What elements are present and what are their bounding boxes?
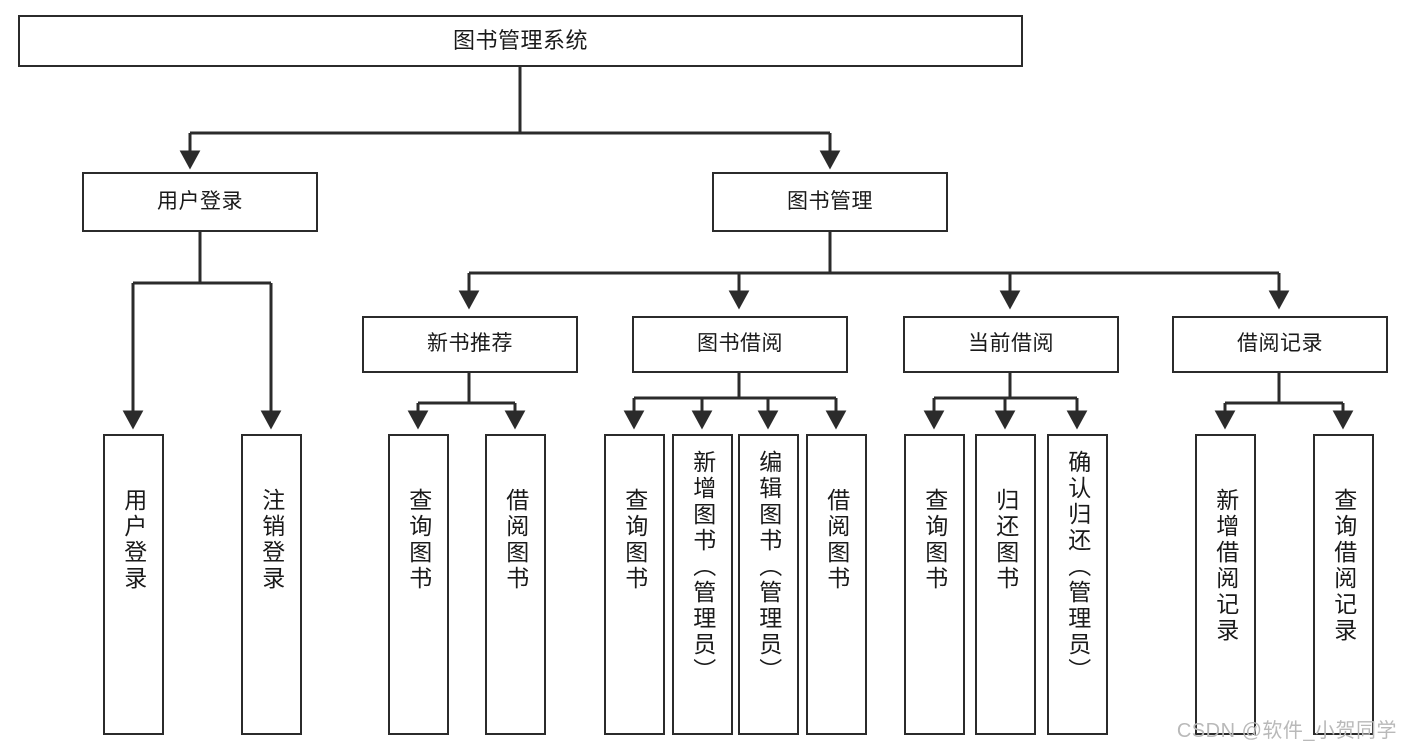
leaf-query-borrow-record[interactable]: 查询借阅记录 xyxy=(1313,434,1374,735)
leaf-query-borrow-record-label: 查询借阅记录 xyxy=(1330,488,1357,644)
node-current-borrow-label: 当前借阅 xyxy=(968,332,1054,356)
leaf-query-book-current[interactable]: 查询图书 xyxy=(904,434,965,735)
node-root[interactable]: 图书管理系统 xyxy=(18,15,1023,67)
leaf-query-book-borrow[interactable]: 查询图书 xyxy=(604,434,665,735)
leaf-confirm-return-admin-label: 确认归还（管理员） xyxy=(1064,450,1091,684)
leaf-user-login[interactable]: 用户登录 xyxy=(103,434,164,735)
node-user-login-label: 用户登录 xyxy=(157,189,243,213)
node-user-login[interactable]: 用户登录 xyxy=(82,172,318,232)
leaf-query-book-current-label: 查询图书 xyxy=(921,488,948,592)
leaf-borrow-book[interactable]: 借阅图书 xyxy=(806,434,867,735)
leaf-add-book-admin[interactable]: 新增图书（管理员） xyxy=(672,434,733,735)
leaf-query-book-borrow-label: 查询图书 xyxy=(621,488,648,592)
leaf-borrow-book-recommend-label: 借阅图书 xyxy=(502,488,529,592)
leaf-logout-label: 注销登录 xyxy=(258,488,285,592)
leaf-borrow-book-recommend[interactable]: 借阅图书 xyxy=(485,434,546,735)
watermark: CSDN @软件_小贺同学 xyxy=(1176,720,1397,742)
leaf-add-borrow-record[interactable]: 新增借阅记录 xyxy=(1195,434,1256,735)
leaf-return-book[interactable]: 归还图书 xyxy=(975,434,1036,735)
leaf-query-book-recommend[interactable]: 查询图书 xyxy=(388,434,449,735)
node-book-management[interactable]: 图书管理 xyxy=(712,172,948,232)
leaf-borrow-book-label: 借阅图书 xyxy=(823,488,850,592)
node-new-book-recommend-label: 新书推荐 xyxy=(427,332,513,356)
node-new-book-recommend[interactable]: 新书推荐 xyxy=(362,316,578,373)
leaf-edit-book-admin-label: 编辑图书（管理员） xyxy=(755,450,782,684)
leaf-return-book-label: 归还图书 xyxy=(992,488,1019,592)
node-borrow-record-label: 借阅记录 xyxy=(1237,332,1323,356)
node-book-borrow-label: 图书借阅 xyxy=(697,332,783,356)
leaf-edit-book-admin[interactable]: 编辑图书（管理员） xyxy=(738,434,799,735)
node-root-label: 图书管理系统 xyxy=(452,28,588,54)
leaf-query-book-recommend-label: 查询图书 xyxy=(405,488,432,592)
leaf-add-borrow-record-label: 新增借阅记录 xyxy=(1212,488,1239,644)
leaf-add-book-admin-label: 新增图书（管理员） xyxy=(689,450,716,684)
leaf-confirm-return-admin[interactable]: 确认归还（管理员） xyxy=(1047,434,1108,735)
node-borrow-record[interactable]: 借阅记录 xyxy=(1172,316,1388,373)
leaf-logout[interactable]: 注销登录 xyxy=(241,434,302,735)
node-book-borrow[interactable]: 图书借阅 xyxy=(632,316,848,373)
leaf-user-login-label: 用户登录 xyxy=(120,488,147,592)
node-current-borrow[interactable]: 当前借阅 xyxy=(903,316,1119,373)
node-book-management-label: 图书管理 xyxy=(787,189,873,213)
